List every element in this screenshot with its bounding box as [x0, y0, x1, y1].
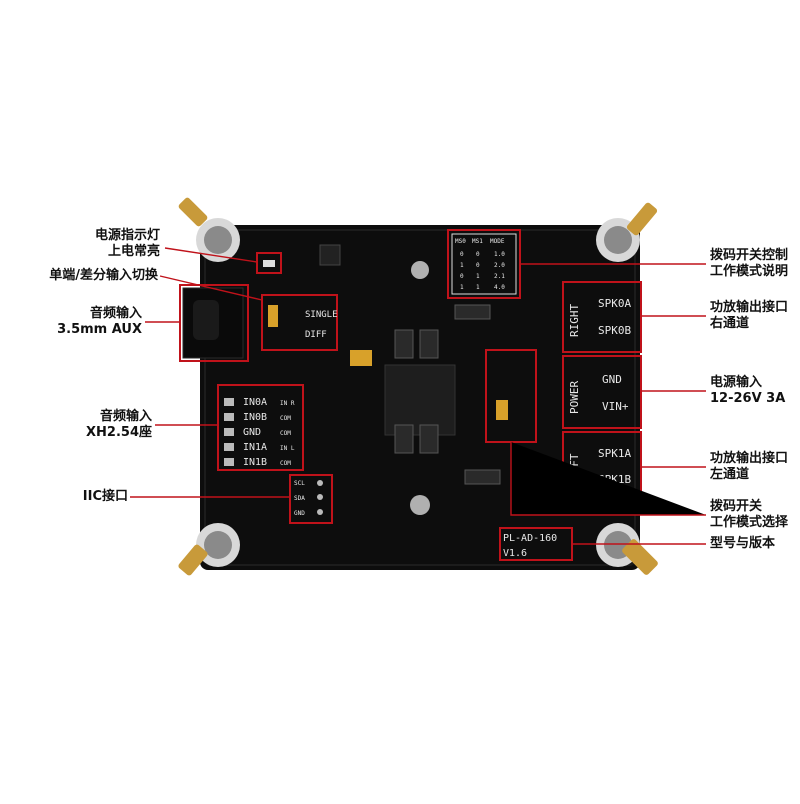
- silk-version: V1.6: [503, 548, 527, 559]
- svg-text:1: 1: [476, 284, 480, 291]
- silk-single: SINGLE: [305, 310, 338, 320]
- silk-gnd-in: GND: [243, 427, 261, 438]
- svg-text:1.0: 1.0: [494, 251, 505, 258]
- silk-in0b: IN0B: [243, 412, 267, 423]
- silk-com1: COM: [280, 415, 291, 422]
- silk-spk0b: SPK0B: [598, 324, 631, 337]
- label-power-led: 电源指示灯 上电常亮: [94, 228, 160, 259]
- silk-in0a: IN0A: [243, 397, 267, 408]
- silk-model: PL-AD-160: [503, 533, 557, 544]
- silk-in-r: IN R: [280, 400, 295, 407]
- silk-sda: SDA: [294, 495, 305, 502]
- standoff-bottom-right: [596, 523, 658, 575]
- silk-in1a: IN1A: [243, 442, 267, 453]
- silk-power: POWER: [568, 381, 581, 414]
- silk-table-h1: MS0: [455, 238, 466, 245]
- standoff-bottom-left: [178, 523, 240, 576]
- label-left-out: 功放输出接口 左通道: [710, 451, 789, 482]
- silk-com3: COM: [280, 460, 291, 467]
- label-audio-xh: 音频输入 XH2.54座: [86, 409, 152, 440]
- svg-text:1: 1: [476, 273, 480, 280]
- silk-spk1a: SPK1A: [598, 447, 631, 460]
- silk-table-h3: MODE: [490, 238, 505, 245]
- svg-text:2.1: 2.1: [494, 273, 505, 280]
- label-power-in: 电源输入 12-26V 3A: [710, 375, 786, 406]
- standoff-top-right: [596, 202, 658, 262]
- svg-text:0: 0: [476, 262, 480, 269]
- label-model-version: 型号与版本: [710, 536, 776, 551]
- silk-vin: VIN+: [602, 400, 629, 413]
- label-single-diff: 单端/差分输入切换: [49, 268, 158, 283]
- svg-text:4.0: 4.0: [494, 284, 505, 291]
- silk-in1b: IN1B: [243, 457, 267, 468]
- label-iic: IIC接口: [82, 489, 128, 504]
- standoff-top-left: [178, 197, 240, 262]
- silk-com2: COM: [280, 430, 291, 437]
- silk-diff: DIFF: [305, 330, 327, 340]
- label-dip-desc: 拨码开关控制 工作模式说明: [710, 248, 789, 279]
- svg-text:2.0: 2.0: [494, 262, 505, 269]
- silk-scl: SCL: [294, 480, 305, 487]
- silk-gnd: GND: [602, 373, 622, 386]
- silk-spk0a: SPK0A: [598, 297, 631, 310]
- svg-text:0: 0: [460, 251, 464, 258]
- svg-text:0: 0: [460, 273, 464, 280]
- svg-text:1: 1: [460, 262, 464, 269]
- label-dip-select: 拨码开关 工作模式选择: [710, 499, 789, 530]
- label-right-out: 功放输出接口 右通道: [710, 300, 789, 331]
- main-ic: [384, 364, 456, 436]
- svg-text:0: 0: [476, 251, 480, 258]
- svg-text:1: 1: [460, 284, 464, 291]
- label-audio-aux: 音频输入 3.5mm AUX: [57, 306, 142, 337]
- silk-table-h2: MS1: [472, 238, 483, 245]
- silk-in-l: IN L: [280, 445, 295, 452]
- silk-right: RIGHT: [568, 304, 581, 337]
- silk-gnd-iic: GND: [294, 510, 305, 517]
